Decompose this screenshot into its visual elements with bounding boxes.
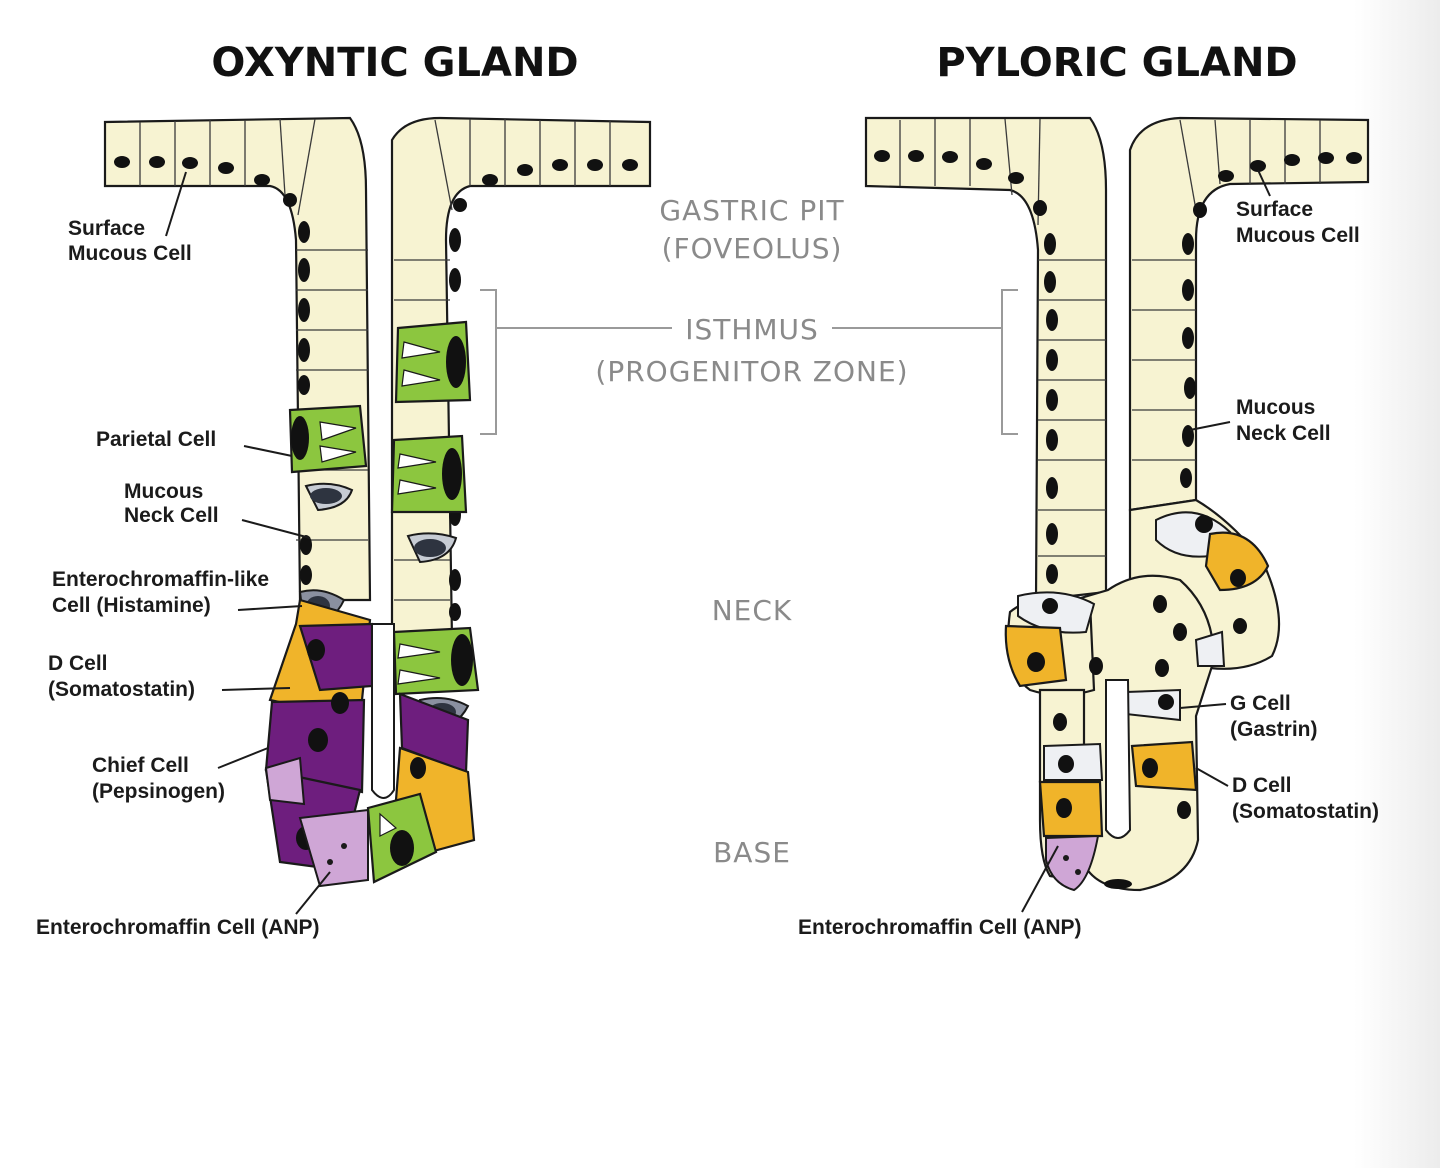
pyloric-gland-illustration [864,116,1370,892]
zone-base: BASE [713,836,791,869]
label-ecl-line2: Cell (Histamine) [52,594,211,617]
pyloric-labels: Surface Mucous Cell Mucous Neck Cell G C… [798,169,1379,939]
oxyntic-base-cells [264,598,476,888]
oxyntic-parietal-cells [288,320,480,696]
oxyntic-gland-illustration [103,116,652,888]
pyloric-label-d-cell-line1: D Cell [1232,774,1292,797]
label-surface-mucous-line2: Mucous Cell [68,242,192,265]
label-parietal-cell: Parietal Cell [96,428,216,451]
zone-isthmus: ISTHMUS [685,313,819,346]
label-d-cell-line1: D Cell [48,652,108,675]
pyloric-label-mucous-neck-line2: Neck Cell [1236,422,1331,445]
isthmus-bracket [480,289,1018,435]
pyloric-label-surface-mucous-line1: Surface [1236,198,1313,221]
zone-progenitor: (PROGENITOR ZONE) [595,355,908,388]
pyloric-label-mucous-neck-line1: Mucous [1236,396,1315,419]
zone-foveolus: (FOVEOLUS) [662,232,843,265]
label-d-cell-line2: (Somatostatin) [48,678,195,701]
zone-gastric-pit: GASTRIC PIT [659,194,844,227]
oxyntic-labels: Surface Mucous Cell Parietal Cell Mucous… [36,171,331,939]
label-chief-cell-line1: Chief Cell [92,754,189,777]
pyloric-label-ec-cell: Enterochromaffin Cell (ANP) [798,916,1082,939]
label-mucous-neck-line1: Mucous [124,480,203,503]
pyloric-label-g-cell-line2: (Gastrin) [1230,718,1318,741]
label-chief-cell-line2: (Pepsinogen) [92,780,225,803]
pyloric-label-surface-mucous-line2: Mucous Cell [1236,224,1360,247]
label-mucous-neck-line2: Neck Cell [124,504,219,527]
label-ecl-line1: Enterochromaffin-like [52,568,269,591]
pyloric-d-cells [1004,531,1270,838]
pyloric-label-d-cell-line2: (Somatostatin) [1232,800,1379,823]
pyloric-gland-title: PYLORIC GLAND [936,40,1297,86]
label-ec-cell: Enterochromaffin Cell (ANP) [36,916,320,939]
label-surface-mucous-line1: Surface [68,217,145,240]
pyloric-label-g-cell-line1: G Cell [1230,692,1291,715]
oxyntic-gland-title: OXYNTIC GLAND [211,40,578,86]
zone-neck: NECK [712,594,793,627]
